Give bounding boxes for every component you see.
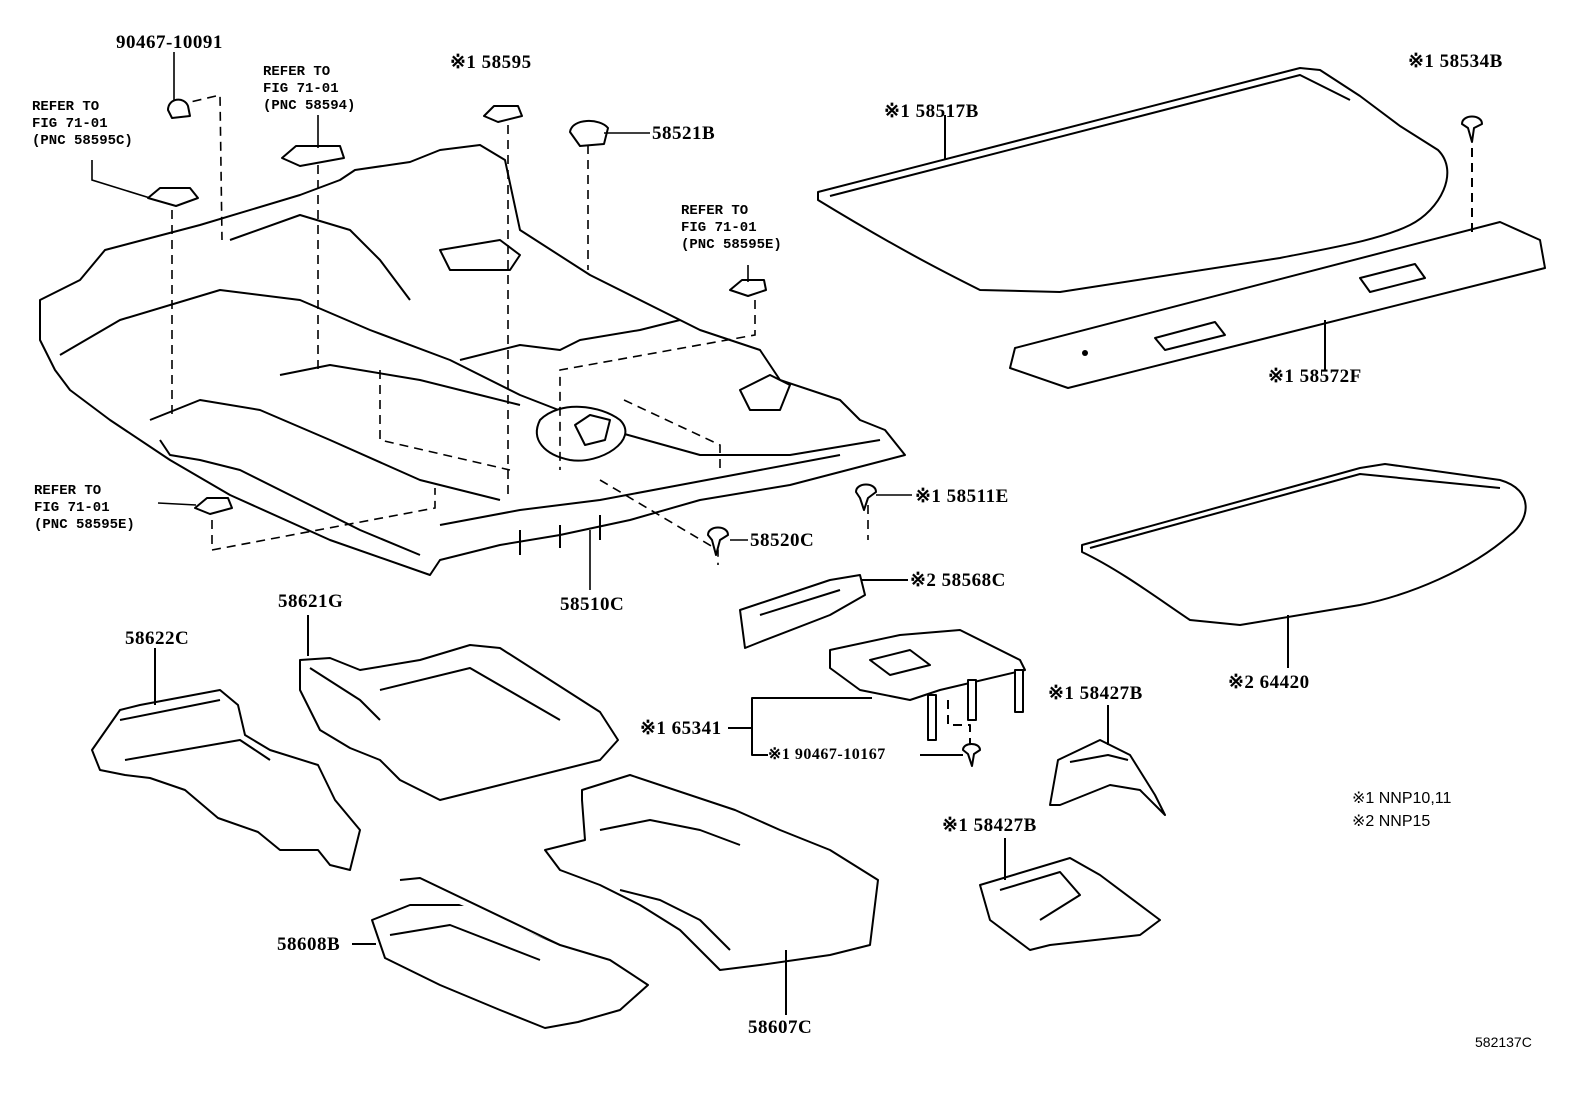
figure-code: 582137C [1475, 1034, 1532, 1050]
label-58521B[interactable]: 58521B [652, 123, 716, 144]
label-58510C[interactable]: 58510C [560, 594, 625, 615]
label-58427B-lower[interactable]: ※1 58427B [942, 815, 1037, 836]
legend-note-1: ※1 NNP10,11 [1352, 790, 1452, 807]
silencer-pad-icon [1049, 705, 1166, 816]
silencer-pad-icon [352, 877, 649, 1029]
label-58520C[interactable]: 58520C [750, 530, 815, 551]
silencer-pad-icon [728, 629, 1026, 756]
legend-note-2: ※2 NNP15 [1352, 813, 1431, 830]
label-58427B-upper[interactable]: ※1 58427B [1048, 683, 1143, 704]
reference-note-58594[interactable]: REFER TO FIG 71-01 (PNC 58594) [263, 64, 356, 114]
reference-note-58595e-left[interactable]: REFER TO FIG 71-01 (PNC 58595E) [34, 483, 135, 533]
label-58534B[interactable]: ※1 58534B [1408, 51, 1503, 72]
label-90467-10167[interactable]: ※1 90467-10167 [768, 746, 886, 763]
silencer-pad-icon [979, 838, 1161, 951]
silencer-pad-icon [91, 648, 361, 871]
deck-board-icon [1009, 148, 1546, 389]
tray-icon [1081, 463, 1527, 668]
reference-note-58595e-right[interactable]: REFER TO FIG 71-01 (PNC 58595E) [681, 203, 782, 253]
deck-board-icon [817, 67, 1449, 293]
label-58595[interactable]: ※1 58595 [450, 52, 532, 73]
label-58568C[interactable]: ※2 58568C [910, 570, 1006, 591]
label-58621G[interactable]: 58621G [278, 591, 344, 612]
clip-icon [147, 98, 1483, 767]
silencer-pad-icon [299, 615, 619, 801]
label-65341[interactable]: ※1 65341 [640, 718, 722, 739]
label-58511E[interactable]: ※1 58511E [915, 486, 1009, 507]
label-90467-10091[interactable]: 90467-10091 [116, 32, 223, 53]
reference-note-58595c[interactable]: REFER TO FIG 71-01 (PNC 58595C) [32, 99, 133, 149]
label-64420[interactable]: ※2 64420 [1228, 672, 1310, 693]
label-58608B[interactable]: 58608B [277, 934, 341, 955]
label-58607C[interactable]: 58607C [748, 1017, 813, 1038]
silencer-pad-icon [739, 574, 908, 649]
label-58572F[interactable]: ※1 58572F [1268, 366, 1362, 387]
floor-carpet-icon [39, 144, 906, 576]
label-58517B[interactable]: ※1 58517B [884, 101, 979, 122]
label-58622C[interactable]: 58622C [125, 628, 190, 649]
silencer-pad-icon [544, 774, 879, 1015]
